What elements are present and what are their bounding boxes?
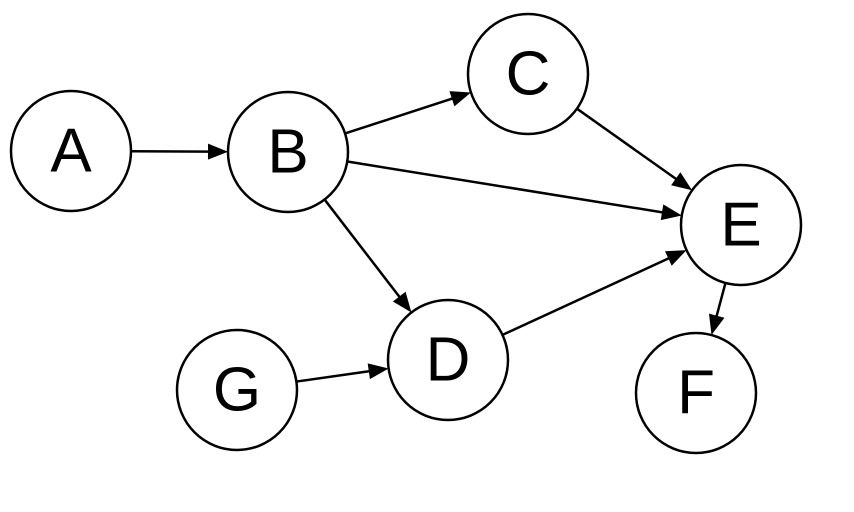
edge-e-f bbox=[708, 282, 727, 336]
node-c: C bbox=[466, 12, 590, 136]
arrowhead bbox=[207, 143, 229, 160]
edge-a-b bbox=[130, 143, 229, 160]
edge-line bbox=[501, 256, 671, 337]
arrowhead bbox=[449, 91, 471, 107]
node-circle bbox=[466, 12, 590, 136]
arrowhead bbox=[664, 250, 687, 266]
node-label: G bbox=[213, 356, 261, 425]
edge-b-c bbox=[344, 91, 471, 135]
node-circle bbox=[175, 328, 299, 452]
node-f: F bbox=[634, 331, 758, 455]
edge-line bbox=[714, 282, 727, 318]
edge-line bbox=[347, 160, 665, 214]
edges-layer bbox=[130, 91, 727, 383]
node-e: E bbox=[679, 163, 803, 287]
edge-line bbox=[344, 96, 455, 135]
arrowhead bbox=[367, 363, 389, 380]
node-b: B bbox=[226, 90, 350, 214]
edge-d-e bbox=[501, 250, 687, 337]
node-label: B bbox=[267, 118, 308, 187]
node-label: A bbox=[50, 117, 92, 186]
arrowhead bbox=[392, 291, 412, 313]
node-label: D bbox=[426, 326, 471, 395]
nodes-layer: A B C D E F G bbox=[9, 12, 803, 455]
arrowhead bbox=[708, 313, 725, 336]
edge-c-e bbox=[576, 107, 693, 191]
edge-b-e bbox=[347, 160, 682, 221]
edge-line bbox=[576, 107, 679, 181]
node-label: E bbox=[720, 191, 761, 260]
node-d: D bbox=[386, 298, 510, 422]
arrowhead bbox=[671, 172, 693, 191]
node-circle bbox=[634, 331, 758, 455]
node-g: G bbox=[175, 328, 299, 452]
edge-line bbox=[323, 198, 402, 299]
node-label: F bbox=[677, 359, 715, 428]
node-circle bbox=[226, 90, 350, 214]
edge-g-d bbox=[296, 363, 389, 383]
edge-line bbox=[296, 369, 371, 383]
arrowhead bbox=[660, 204, 682, 221]
edge-b-d bbox=[323, 198, 412, 313]
node-circle bbox=[386, 298, 510, 422]
node-circle bbox=[9, 89, 133, 213]
node-label: C bbox=[506, 40, 551, 109]
node-a: A bbox=[9, 89, 133, 213]
node-circle bbox=[679, 163, 803, 287]
